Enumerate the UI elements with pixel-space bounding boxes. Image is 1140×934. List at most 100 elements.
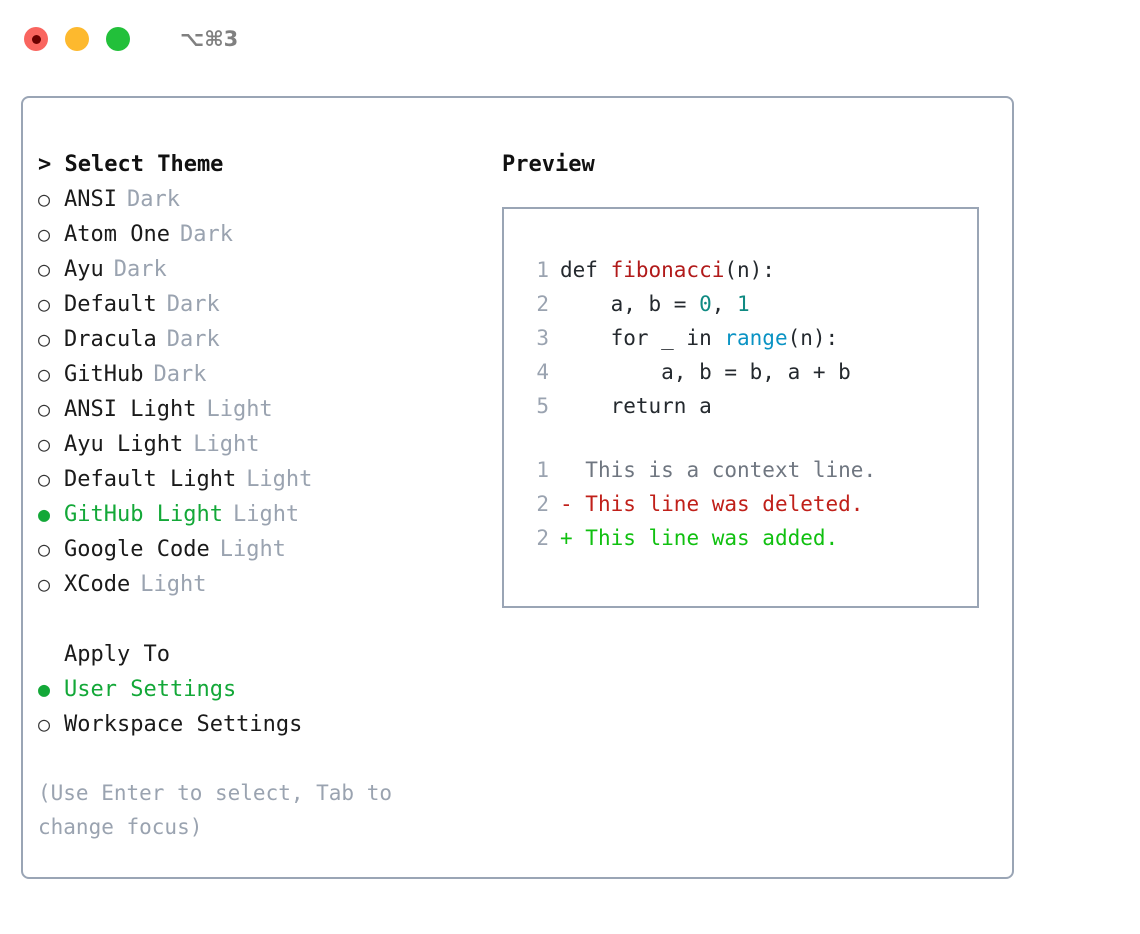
line-number: 1 — [536, 458, 549, 482]
radio-selected-icon: ● — [38, 677, 51, 701]
keyboard-shortcut-label: ⌥⌘3 — [180, 27, 239, 51]
theme-option-label: XCode — [64, 572, 131, 597]
theme-option-label: GitHub Light — [64, 502, 223, 527]
title-bar: ⌥⌘3 — [0, 0, 1140, 78]
zoom-button[interactable] — [106, 27, 130, 51]
apply-to-option-label: Workspace Settings — [64, 712, 303, 737]
apply-to-list[interactable]: ● User Settings ○ Workspace Settings — [38, 672, 478, 742]
theme-option-variant: Dark — [166, 327, 220, 352]
theme-option-dracula[interactable]: ○ Dracula Dark — [38, 322, 478, 357]
theme-option-variant: Light — [140, 572, 207, 597]
code-token-plain: a, b = b, a + b — [560, 360, 851, 384]
radio-unselected-icon: ○ — [38, 537, 51, 561]
radio-unselected-icon: ○ — [38, 572, 51, 596]
theme-option-label: Google Code — [64, 537, 210, 562]
theme-option-label: Ayu — [64, 257, 104, 282]
theme-option-label: Dracula — [64, 327, 157, 352]
theme-option-label: ANSI — [64, 187, 117, 212]
select-theme-header: > Select Theme — [38, 152, 224, 177]
code-line: 5 return a — [523, 389, 977, 423]
diff-line: 2 + This line was added. — [523, 521, 977, 555]
theme-option-ansi[interactable]: ○ ANSI Dark — [38, 182, 478, 217]
diff-text-context: This is a context line. — [572, 458, 877, 482]
radio-unselected-icon: ○ — [38, 432, 51, 456]
apply-to-option-workspace-settings[interactable]: ○ Workspace Settings — [38, 707, 478, 742]
code-token-call: range — [724, 326, 788, 350]
radio-unselected-icon: ○ — [38, 397, 51, 421]
code-token-plain: , — [711, 292, 738, 316]
line-number: 2 — [536, 292, 549, 316]
theme-option-variant: Dark — [179, 222, 233, 247]
code-token-plain: a, b = — [560, 292, 700, 316]
apply-to-section: Apply To ●User Settings○Workspace Settin… — [38, 638, 478, 742]
theme-option-label: Atom One — [64, 222, 170, 247]
code-token-plain: def — [560, 258, 611, 282]
theme-option-github-light[interactable]: ● GitHub Light Light — [38, 497, 478, 532]
radio-unselected-icon: ○ — [38, 362, 51, 386]
apply-to-option-label: User Settings — [64, 677, 237, 702]
theme-option-default[interactable]: ○ Default Dark — [38, 287, 478, 322]
code-line: 3 for _ in range(n): — [523, 321, 977, 355]
radio-unselected-icon: ○ — [38, 292, 51, 316]
code-line: 1 def fibonacci(n): — [523, 253, 977, 287]
radio-unselected-icon: ○ — [38, 222, 51, 246]
minimize-button[interactable] — [65, 27, 89, 51]
theme-option-variant: Dark — [113, 257, 167, 282]
radio-unselected-icon: ○ — [38, 257, 51, 281]
preview-title: Preview — [502, 152, 595, 177]
theme-option-ayu-light[interactable]: ○ Ayu Light Light — [38, 427, 478, 462]
diff-sign-added: + — [560, 526, 573, 550]
line-number: 1 — [536, 258, 549, 282]
theme-option-atom-one[interactable]: ○ Atom One Dark — [38, 217, 478, 252]
close-icon — [31, 34, 41, 44]
code-token-plain: return a — [560, 394, 712, 418]
diff-line: 2- This line was deleted. — [523, 487, 977, 521]
theme-option-ayu[interactable]: ○ Ayu Dark — [38, 252, 478, 287]
diff-sign-deleted: - — [560, 492, 573, 516]
theme-option-variant: Light — [206, 397, 273, 422]
radio-unselected-icon: ○ — [38, 327, 51, 351]
theme-option-default-light[interactable]: ○ Default Light Light — [38, 462, 478, 497]
radio-unselected-icon: ○ — [38, 467, 51, 491]
window-controls — [24, 27, 130, 51]
line-number: 5 — [536, 394, 549, 418]
line-number: 4 — [536, 360, 549, 384]
diff-sign-context — [560, 458, 573, 482]
theme-option-label: Default — [64, 292, 157, 317]
diff-text-deleted: This line was deleted. — [572, 492, 864, 516]
radio-selected-icon: ● — [38, 502, 51, 526]
code-line: 2 a, b = 0, 1 — [523, 287, 977, 321]
line-number: 2 — [536, 526, 549, 550]
keyboard-hint: (Use Enter to select, Tab to change focu… — [38, 781, 393, 839]
theme-option-variant: Light — [232, 502, 300, 527]
line-number: 3 — [536, 326, 549, 350]
code-spacer — [523, 423, 977, 453]
radio-unselected-icon: ○ — [38, 712, 51, 736]
diff-text-added: This line was added. — [572, 526, 839, 550]
theme-option-label: Ayu Light — [64, 432, 184, 457]
apply-to-option-user-settings[interactable]: ● User Settings — [38, 672, 478, 707]
code-token-plain: (n): — [724, 258, 775, 282]
theme-option-variant: Light — [246, 467, 313, 492]
theme-option-xcode[interactable]: ○ XCode Light — [38, 567, 478, 602]
code-token-func: fibonacci — [610, 258, 725, 282]
line-number: 2 — [536, 492, 549, 516]
theme-option-variant: Dark — [126, 187, 180, 212]
code-line: 4 a, b = b, a + b — [523, 355, 977, 389]
theme-option-label: Default Light — [64, 467, 237, 492]
close-button[interactable] — [24, 27, 48, 51]
diff-line: 1 This is a context line. — [523, 453, 977, 487]
theme-option-variant: Dark — [166, 292, 220, 317]
radio-unselected-icon: ○ — [38, 187, 51, 211]
theme-option-variant: Light — [193, 432, 260, 457]
code-token-num: 0 — [699, 292, 712, 316]
